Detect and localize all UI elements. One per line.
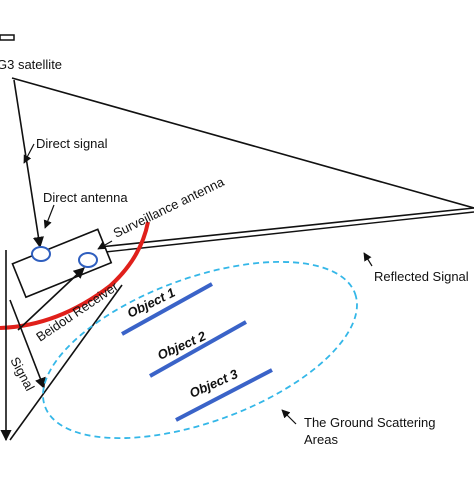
- reflected-signal-label: Reflected Signal: [374, 269, 469, 284]
- ground-scattering-ellipse: [42, 260, 358, 440]
- surveillance-antenna-icon: [78, 252, 98, 268]
- direct-signal-line: [13, 79, 44, 249]
- ground-area-label-2: Areas: [304, 432, 338, 447]
- reflected-signal-pointer: [363, 252, 373, 267]
- incident-signal-arrow: [9, 299, 46, 390]
- direct-antenna-label: Direct antenna: [43, 190, 128, 205]
- surveillance-antenna-pointer: [97, 240, 113, 250]
- surveillance-antenna-label: Surveillance antenna: [111, 174, 227, 241]
- reflected-path-line: [89, 207, 474, 249]
- object-1-bar: [121, 282, 213, 336]
- satellite-label: G3 satellite: [0, 57, 62, 72]
- direct-signal-label: Direct signal: [36, 136, 108, 151]
- object-1-label: Object 1: [125, 285, 178, 321]
- ground-area-label-1: The Ground Scattering: [304, 415, 436, 430]
- satellite-to-reflector-line: [11, 77, 474, 209]
- direct-antenna-icon: [31, 246, 51, 262]
- object-3-label: Object 3: [187, 366, 241, 401]
- surveillance-arc: [0, 221, 150, 330]
- direct-antenna-pointer: [43, 204, 55, 229]
- direct-signal-pointer: [23, 143, 35, 164]
- satellite-icon: [0, 34, 15, 41]
- reflected-signal-arrow: [95, 211, 474, 257]
- ground-area-pointer: [281, 409, 297, 425]
- object-2-bar: [149, 320, 247, 378]
- scatter-return-arrow: [17, 267, 85, 331]
- scatter-path-left: [9, 284, 123, 441]
- object-3-bar: [175, 368, 273, 422]
